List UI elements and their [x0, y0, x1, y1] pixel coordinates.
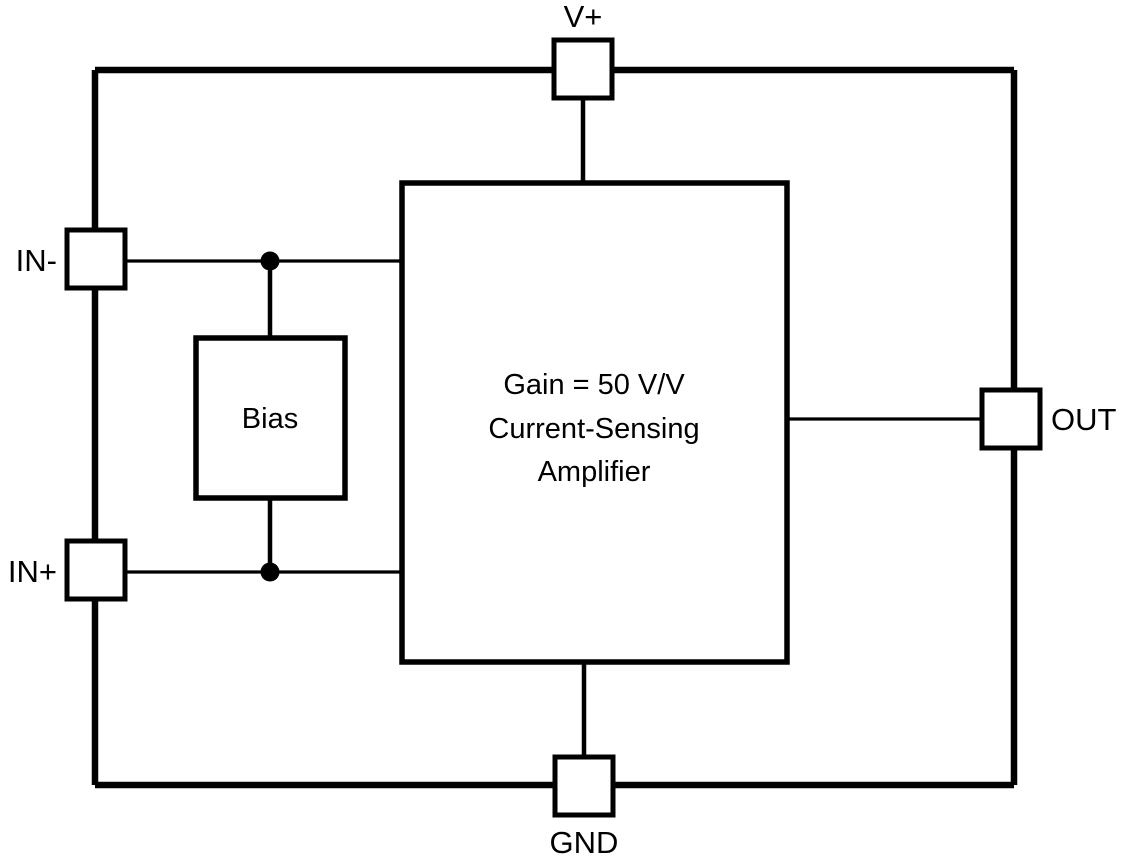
pin-label-vplus: V+ — [564, 0, 603, 34]
amplifier-label-line1: Gain = 50 V/V — [503, 369, 685, 401]
bias-block — [193, 335, 348, 501]
pin-label-gnd: GND — [550, 825, 619, 860]
pin-label-in-minus: IN- — [16, 243, 57, 278]
pin-vplus[interactable] — [551, 37, 615, 101]
amplifier-label-line2: Current-Sensing — [488, 413, 699, 445]
junction-dot-in-minus — [260, 251, 280, 271]
pin-label-out: OUT — [1051, 402, 1117, 437]
pin-out[interactable] — [979, 387, 1043, 451]
amplifier-label-line3: Amplifier — [538, 456, 651, 488]
junction-dot-in-plus — [260, 562, 280, 582]
amplifier-block — [399, 180, 790, 665]
pin-label-in-plus: IN+ — [8, 554, 57, 589]
pin-in-minus[interactable] — [64, 227, 128, 291]
bias-block-label: Bias — [242, 403, 298, 435]
pin-in-plus[interactable] — [64, 538, 128, 602]
pin-gnd[interactable] — [552, 754, 616, 818]
